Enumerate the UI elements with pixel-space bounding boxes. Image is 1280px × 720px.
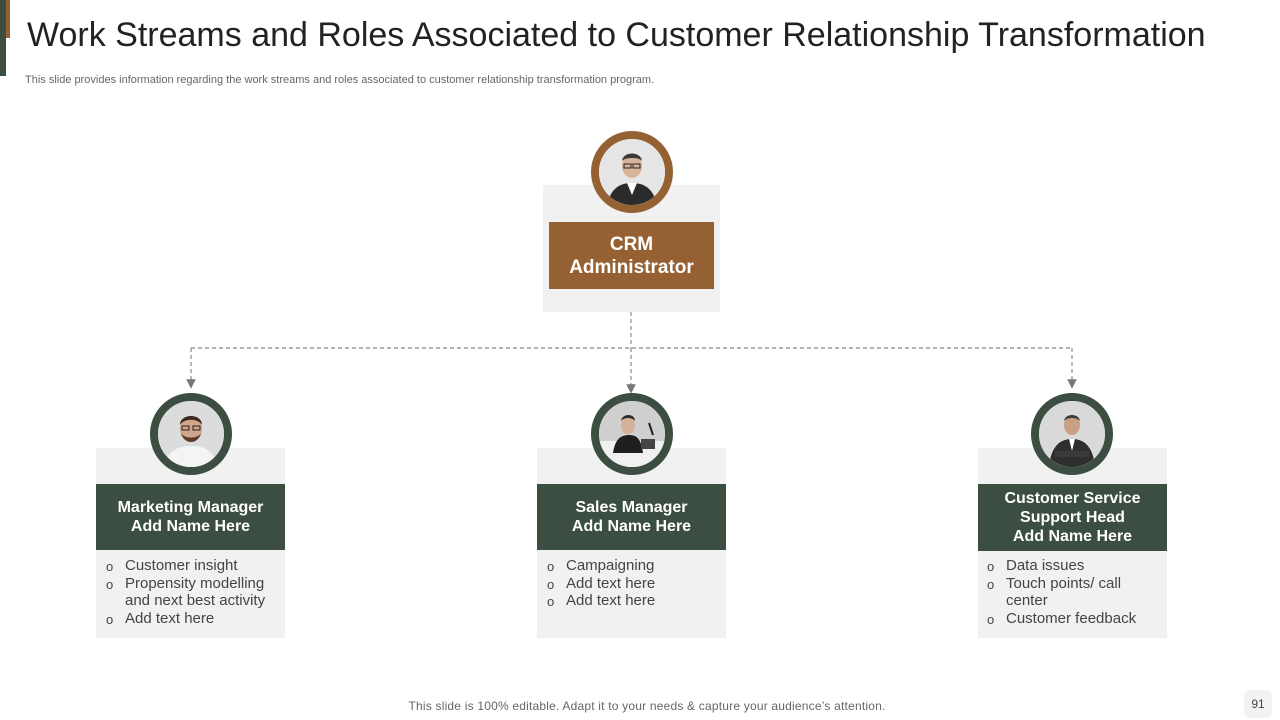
person-photo-icon — [158, 401, 224, 467]
sales-manager-name: Add Name Here — [571, 518, 692, 535]
customer-service-avatar — [1031, 393, 1113, 475]
list-item: Data issues — [987, 557, 1159, 575]
customer-service-label: Customer Service Support Head Add Name H… — [978, 484, 1167, 551]
customer-service-bullets: Data issues Touch points/ call center Cu… — [987, 557, 1159, 627]
slide-title: Work Streams and Roles Associated to Cus… — [27, 16, 1206, 54]
list-item: Add text here — [547, 575, 719, 593]
list-item: Add text here — [106, 610, 278, 628]
person-photo-icon — [599, 139, 665, 205]
slide-subtitle: This slide provides information regardin… — [25, 74, 655, 86]
crm-admin-avatar — [591, 131, 673, 213]
person-photo-icon — [1039, 401, 1105, 467]
slide-footer: This slide is 100% editable. Adapt it to… — [408, 699, 886, 713]
list-item: Propensity modelling and next best activ… — [106, 575, 278, 610]
list-item: Customer feedback — [987, 610, 1159, 628]
customer-service-name: Add Name Here — [1012, 528, 1133, 545]
sales-manager-bullets: Campaigning Add text here Add text here — [547, 557, 719, 610]
marketing-manager-avatar — [150, 393, 232, 475]
list-item: Customer insight — [106, 557, 278, 575]
sales-manager-title: Sales Manager — [575, 499, 688, 516]
list-item: Touch points/ call center — [987, 575, 1159, 610]
marketing-manager-title: Marketing Manager — [117, 499, 264, 516]
crm-admin-line2: Administrator — [569, 256, 694, 278]
customer-service-title-line2: Support Head — [1020, 509, 1125, 526]
marketing-manager-label: Marketing Manager Add Name Here — [96, 484, 285, 550]
page-number: 91 — [1244, 690, 1272, 718]
marketing-manager-name: Add Name Here — [130, 518, 251, 535]
crm-admin-label: CRM Administrator — [549, 222, 714, 289]
list-item: Add text here — [547, 592, 719, 610]
sales-manager-avatar — [591, 393, 673, 475]
title-accent-bar — [0, 0, 10, 76]
crm-admin-line1: CRM — [609, 233, 654, 255]
list-item: Campaigning — [547, 557, 719, 575]
marketing-manager-bullets: Customer insight Propensity modelling an… — [106, 557, 278, 627]
sales-manager-label: Sales Manager Add Name Here — [537, 484, 726, 550]
customer-service-title-line1: Customer Service — [1004, 490, 1141, 507]
person-photo-icon — [599, 401, 665, 467]
